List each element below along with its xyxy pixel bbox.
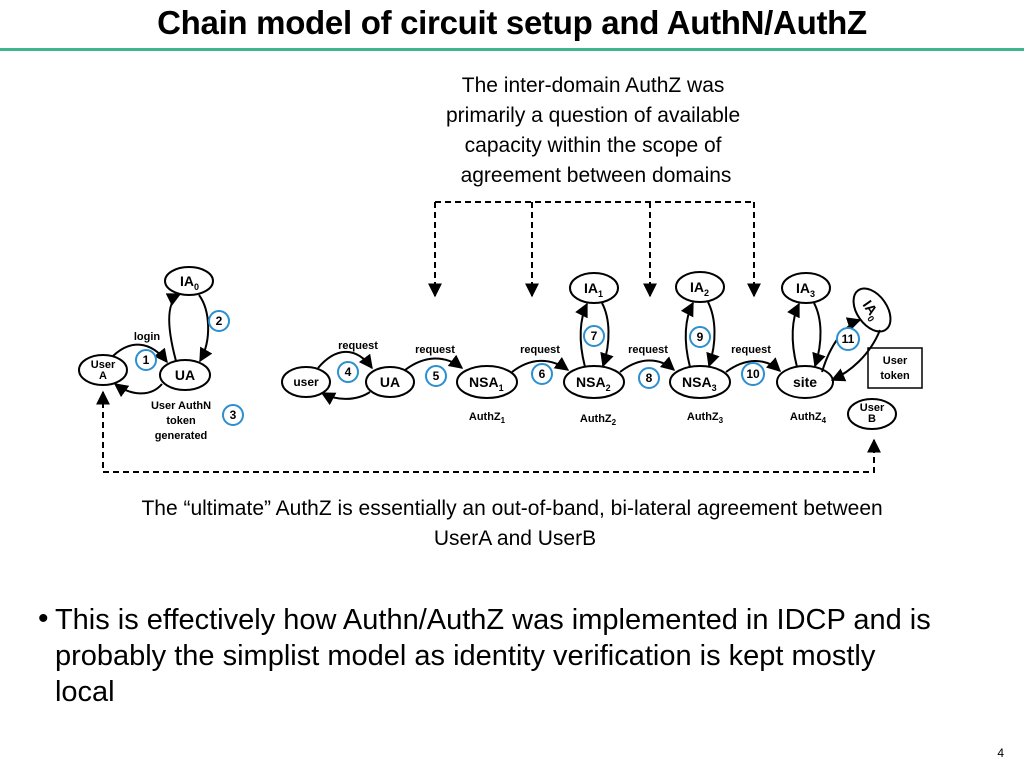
- authz-label: AuthZ: [580, 413, 612, 425]
- svg-text:AuthZ2: AuthZ2: [580, 413, 617, 427]
- step-10-circle: [741, 362, 765, 386]
- step-7-label: 7: [591, 329, 598, 343]
- step-1-label: 1: [143, 353, 150, 367]
- user-label: user: [293, 375, 319, 389]
- request-label: request: [731, 344, 771, 356]
- svg-text:IA0: IA0: [180, 273, 199, 292]
- step-9-circle: [689, 326, 711, 348]
- ia0-sub: 0: [194, 282, 199, 292]
- ia2-sub: 2: [704, 288, 709, 298]
- svg-text:NSA2: NSA2: [576, 374, 611, 393]
- ia0-right-sub: 0: [865, 314, 876, 324]
- top-note-line: The inter-domain AuthZ was: [462, 74, 725, 97]
- step-9-label: 9: [697, 330, 704, 344]
- slide-title: Chain model of circuit setup and AuthN/A…: [157, 4, 867, 41]
- authz-label: AuthZ: [790, 411, 822, 423]
- ia2-node: [675, 271, 725, 303]
- nsa2-sub: 2: [606, 383, 611, 393]
- nsa1-sub: 1: [499, 383, 504, 393]
- bullet-icon: •: [38, 602, 49, 635]
- user-a-label-line1: User: [91, 359, 116, 371]
- step-6-label: 6: [539, 367, 546, 381]
- step-6-circle: [531, 363, 553, 385]
- svg-text:NSA3: NSA3: [682, 374, 717, 393]
- nsa1-label: NSA: [469, 374, 499, 390]
- left-cluster: IA0 User A UA login User AuthN token gen…: [78, 266, 214, 442]
- authz-sub: 1: [501, 416, 506, 425]
- ia1-sub: 1: [598, 289, 603, 299]
- authz-sub: 4: [822, 416, 827, 425]
- step-2-label: 2: [216, 314, 223, 328]
- ia3-label: IA: [796, 280, 810, 296]
- ia1-label: IA: [584, 280, 598, 296]
- ia2-label: IA: [690, 279, 704, 295]
- user-a-label-line2: A: [99, 370, 107, 382]
- bottom-note: The “ultimate” AuthZ is essentially an o…: [141, 497, 888, 550]
- login-label: login: [134, 331, 161, 343]
- user-token-line2: token: [880, 370, 910, 382]
- main-chain: user UA NSA1 NSA2 NSA3 site IA1 IA2 IA3 …: [281, 271, 923, 430]
- request-label: request: [415, 344, 455, 356]
- nsa3-sub: 3: [712, 383, 717, 393]
- step-4-label: 4: [345, 365, 352, 379]
- svg-text:IA3: IA3: [796, 280, 815, 299]
- nsa2-label: NSA: [576, 374, 606, 390]
- step-5-label: 5: [433, 369, 440, 383]
- svg-text:NSA1: NSA1: [469, 374, 504, 393]
- user-authn-label-2: token: [166, 415, 196, 427]
- step-10-label: 10: [746, 367, 760, 381]
- top-note-line: primarily a question of available: [446, 104, 740, 127]
- step-2-circle: [208, 310, 230, 332]
- ia3-node: [781, 272, 831, 304]
- out-of-band-link: [96, 390, 881, 473]
- user-b-label-line2: B: [868, 413, 876, 425]
- svg-text:AuthZ1: AuthZ1: [469, 411, 506, 425]
- ua-left-node: [159, 359, 211, 391]
- note-bracket: [428, 201, 761, 298]
- authz-label: AuthZ: [469, 411, 501, 423]
- step-8-circle: [638, 367, 660, 389]
- svg-text:IA1: IA1: [584, 280, 603, 299]
- svg-text:AuthZ3: AuthZ3: [687, 411, 724, 425]
- step-11-label: 11: [842, 332, 855, 346]
- svg-text:AuthZ4: AuthZ4: [790, 411, 827, 425]
- ia0-node: [164, 266, 214, 296]
- request-label: request: [628, 344, 668, 356]
- step-7-circle: [583, 325, 605, 347]
- bottom-note-line: UserA and UserB: [434, 527, 596, 550]
- step-1-circle: [135, 349, 157, 371]
- site-label: site: [793, 374, 817, 390]
- bullet-text: This is effectively how Authn/AuthZ was …: [54, 604, 931, 708]
- top-note-line: agreement between domains: [461, 164, 732, 187]
- user-authn-label-1: User AuthN: [151, 400, 211, 412]
- ia3-sub: 3: [810, 289, 815, 299]
- ua-left-label: UA: [175, 367, 195, 383]
- request-label: request: [338, 340, 378, 352]
- user-authn-label-3: generated: [155, 430, 208, 442]
- step-11-circle: [836, 327, 860, 351]
- svg-text:IA2: IA2: [690, 279, 709, 298]
- user-token-line1: User: [883, 355, 908, 367]
- top-note: The inter-domain AuthZ was primarily a q…: [446, 74, 746, 187]
- step-5-circle: [425, 365, 447, 387]
- user-a-node: [78, 354, 128, 386]
- title-rule: [0, 48, 1024, 51]
- authz-label: AuthZ: [687, 411, 719, 423]
- step-4-circle: [337, 361, 359, 383]
- top-note-line: capacity within the scope of: [465, 134, 722, 157]
- slide-number: 4: [997, 746, 1004, 760]
- request-label: request: [520, 344, 560, 356]
- step-8-label: 8: [646, 371, 653, 385]
- bullet-row: • This is effectively how Authn/AuthZ wa…: [38, 602, 938, 710]
- ua-mid-label: UA: [380, 374, 400, 390]
- bottom-note-line: The “ultimate” AuthZ is essentially an o…: [141, 497, 882, 520]
- authz-sub: 2: [612, 418, 617, 427]
- ia1-node: [569, 272, 619, 304]
- step-3-label: 3: [230, 408, 237, 422]
- authz-sub: 3: [719, 416, 724, 425]
- nsa3-label: NSA: [682, 374, 712, 390]
- ia0-label: IA: [180, 273, 194, 289]
- user-token-box: [867, 347, 923, 389]
